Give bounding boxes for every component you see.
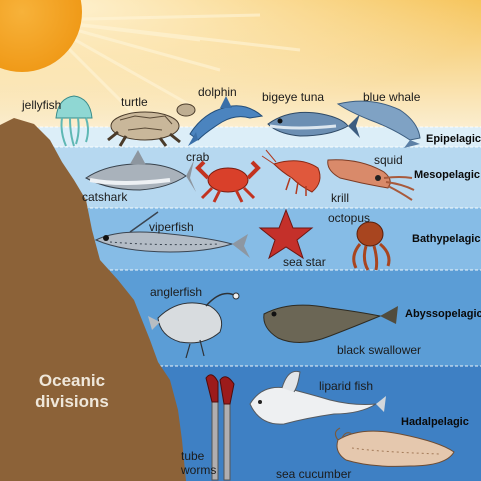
label-turtle: turtle	[121, 95, 148, 109]
label-krill: krill	[331, 191, 349, 205]
zone-label-hadalpelagic: Hadalpelagic	[401, 416, 469, 428]
zone-label-mesopelagic: Mesopelagic	[414, 169, 480, 181]
label-blue-whale: blue whale	[363, 90, 421, 104]
label-tube-worms-line-1: tube	[181, 449, 205, 463]
label-catshark: catshark	[82, 190, 128, 204]
label-jellyfish: jellyfish	[21, 98, 61, 112]
zone-label-epipelagic: Epipelagic	[426, 133, 481, 145]
label-crab: crab	[186, 150, 210, 164]
label-tube-worms-line-2: worms	[180, 463, 216, 477]
label-squid: squid	[374, 153, 403, 167]
label-anglerfish: anglerfish	[150, 285, 202, 299]
label-dolphin: dolphin	[198, 85, 237, 99]
label-viperfish: viperfish	[149, 220, 194, 234]
zone-label-abyssopelagic: Abyssopelagic	[405, 308, 481, 320]
zone-label-bathypelagic: Bathypelagic	[412, 233, 480, 245]
label-sea-cucumber: sea cucumber	[276, 467, 351, 481]
label-liparid-fish: liparid fish	[319, 379, 373, 393]
label-black-swallower: black swallower	[337, 343, 421, 357]
label-bigeye-tuna: bigeye tuna	[262, 90, 324, 104]
diagram-title-line-1: Oceanic	[39, 371, 105, 390]
diagram-title-line-2: divisions	[35, 392, 109, 411]
label-octopus: octopus	[328, 211, 370, 225]
label-sea-star: sea star	[283, 255, 326, 269]
